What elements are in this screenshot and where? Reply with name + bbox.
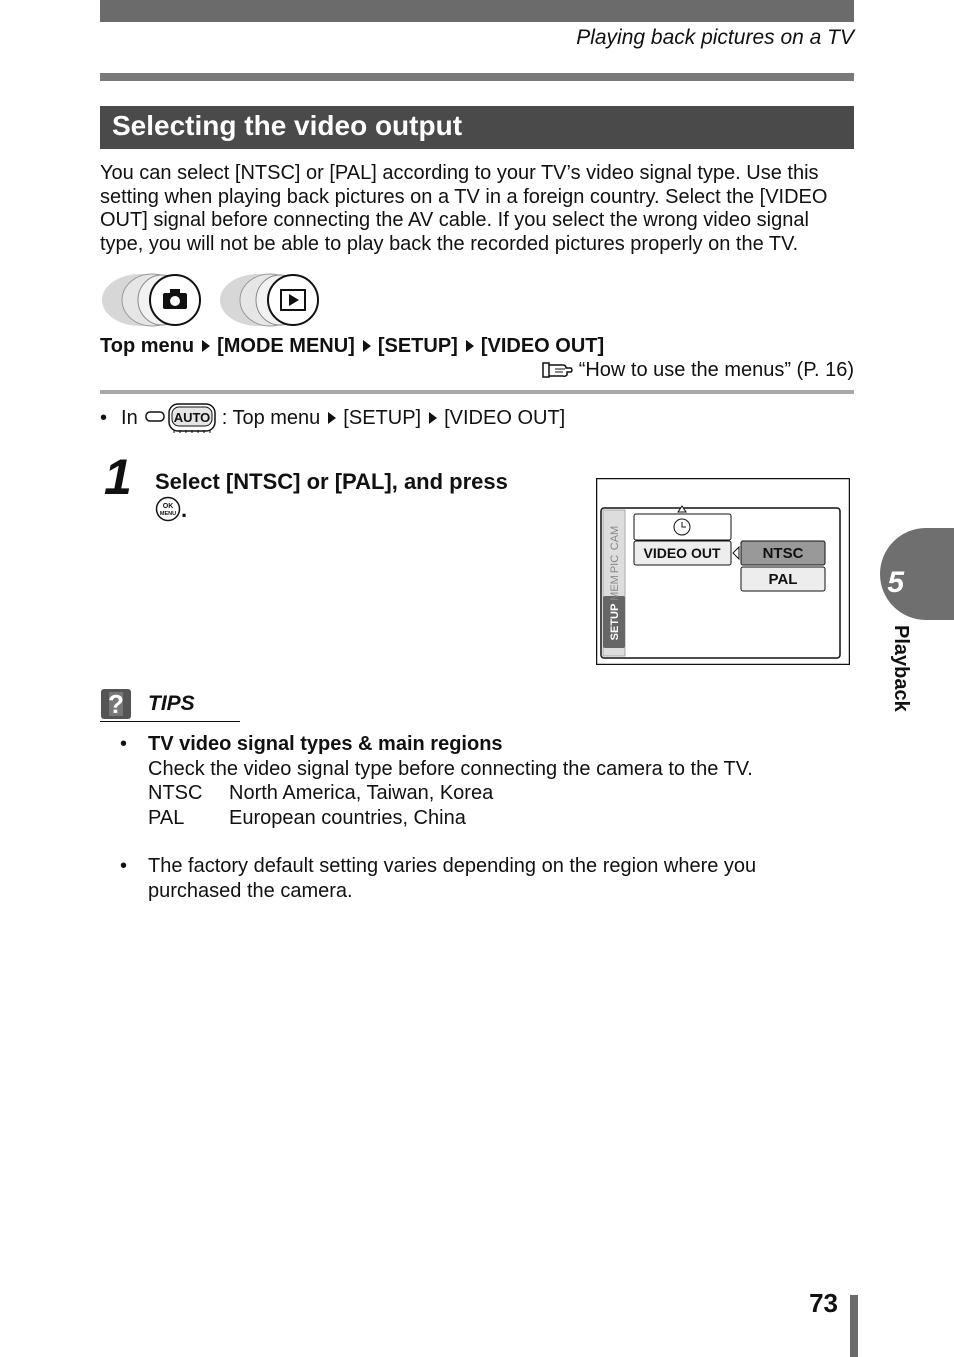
- menu-path: Top menu [MODE MENU] [SETUP] [VIDEO OUT]: [100, 335, 604, 358]
- svg-text:Playback: Playback: [890, 625, 912, 713]
- step-number: 1: [104, 449, 132, 505]
- signal-regions: European countries, China: [229, 806, 466, 829]
- tips-list: • TV video signal types & main regions C…: [118, 732, 818, 903]
- auto-label: AUTO: [173, 410, 210, 425]
- screen-video-out: VIDEO OUT: [643, 545, 720, 561]
- signal-regions: North America, Taiwan, Korea: [229, 782, 494, 804]
- svg-text:MENU: MENU: [160, 511, 176, 517]
- auto-note-prefix: In: [121, 406, 138, 429]
- running-head: Playing back pictures on a TV: [576, 26, 854, 49]
- ok-menu-button-icon: OK MENU: [155, 496, 181, 522]
- signal-type: NTSC: [148, 782, 203, 804]
- step-text: Select [NTSC] or [PAL], and press: [155, 469, 508, 494]
- camera-lcd-screen: CAM PIC MEM SETUP VIDEO OUT NTSC PAL: [596, 478, 850, 665]
- page-reference: “How to use the menus” (P. 16): [541, 359, 854, 382]
- tips-heading: TV video signal types & main regions: [148, 733, 503, 755]
- screen-option-pal: PAL: [769, 571, 798, 588]
- page-number: 73: [809, 1288, 838, 1318]
- tips-underline: [100, 721, 240, 722]
- tips-title: TIPS: [148, 692, 195, 715]
- signal-row: PAL European countries, China: [148, 806, 818, 831]
- screen-tab-setup: SETUP: [609, 604, 621, 641]
- auto-note-item: [SETUP]: [343, 406, 422, 429]
- mode-dial-auto-icon: AUTO: [144, 403, 216, 433]
- divider: [100, 390, 854, 394]
- menu-path-item: [MODE MENU]: [217, 335, 355, 357]
- mode-icons: [102, 273, 319, 327]
- svg-text:OK: OK: [163, 503, 174, 510]
- chapter-tab: [880, 528, 954, 620]
- page-number-bar: [850, 1295, 858, 1357]
- reference-text: “How to use the menus” (P. 16): [578, 359, 854, 381]
- tips-item: • TV video signal types & main regions C…: [118, 732, 818, 830]
- header-rule: [100, 73, 854, 81]
- section-title: Selecting the video output: [112, 110, 463, 141]
- screen-tab-mem: MEM: [609, 575, 621, 601]
- arrow-right-icon: [465, 340, 474, 353]
- intro-paragraph: You can select [NTSC] or [PAL] according…: [100, 162, 828, 255]
- tips-item: • The factory default setting varies dep…: [118, 854, 818, 903]
- chapter-label: Playback: [890, 625, 912, 713]
- header-bar: [100, 0, 854, 22]
- tips-text: Check the video signal type before conne…: [148, 757, 753, 780]
- playback-mode-icon: [220, 273, 319, 327]
- tips-question-icon: ?: [101, 689, 131, 719]
- arrow-right-icon: [362, 340, 371, 353]
- clock-icon: [673, 518, 691, 536]
- screen-tab-cam: CAM: [609, 526, 621, 550]
- tips-text: The factory default setting varies depen…: [148, 855, 757, 902]
- chapter-number: 5: [887, 566, 904, 599]
- bullet: •: [100, 406, 108, 429]
- menu-path-item: Top menu: [100, 335, 195, 357]
- menu-path-item: [SETUP]: [377, 335, 458, 357]
- arrow-right-icon: [328, 411, 337, 424]
- auto-note-item: [VIDEO OUT]: [444, 406, 566, 429]
- menu-path-item: [VIDEO OUT]: [480, 335, 605, 357]
- auto-note-item: : Top menu: [221, 406, 321, 429]
- section-title-band: Selecting the video output: [100, 106, 854, 149]
- screen-option-ntsc: NTSC: [763, 545, 804, 562]
- auto-note: • In AUTO : Top menu [SETUP] [VIDEO OUT]: [100, 402, 565, 434]
- step-instruction: Select [NTSC] or [PAL], and press OK MEN…: [155, 469, 508, 522]
- left-arrow-icon: [732, 545, 740, 561]
- signal-row: NTSC North America, Taiwan, Korea: [148, 781, 818, 806]
- screen-tab-pic: PIC: [609, 555, 621, 573]
- up-arrow-icon: [677, 505, 687, 513]
- shooting-mode-icon: [102, 273, 201, 327]
- signal-type: PAL: [148, 806, 185, 829]
- arrow-right-icon: [429, 411, 438, 424]
- reference-hand-icon: [541, 361, 573, 378]
- arrow-right-icon: [202, 340, 211, 353]
- svg-text:?: ?: [108, 689, 124, 719]
